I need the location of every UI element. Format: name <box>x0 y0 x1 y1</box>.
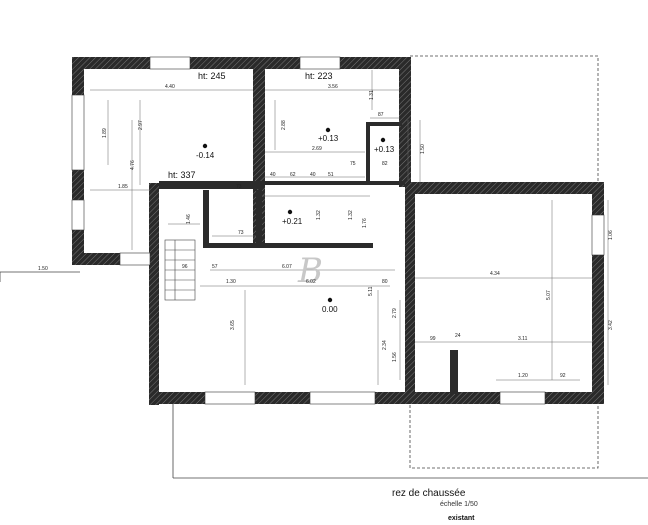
dimension-label: 2.34 <box>382 340 388 350</box>
dimension-label: 1.32 <box>348 210 354 220</box>
dimension-label: 3.11 <box>518 336 528 342</box>
dimension-label: 6.07 <box>282 264 292 270</box>
dimension-label: 1.06 <box>608 230 614 240</box>
dimension-label: 87 <box>378 112 384 118</box>
dimension-label: 2.79 <box>392 308 398 318</box>
dimension-label: 92 <box>560 373 566 379</box>
dimension-label: 57 <box>212 264 218 270</box>
dimension-label: 5.11 <box>368 286 374 296</box>
dimension-label: 1.50 <box>38 266 48 272</box>
ceiling-height-label: ht: 245 <box>198 71 226 81</box>
drawing-title: rez de chaussée <box>392 488 466 499</box>
dimension-label: 40 <box>270 172 276 178</box>
dimension-label: 5.07 <box>546 290 552 300</box>
dimension-labels: 4.40 3.56 1.31 87 1.89 2.97 4.76 2.88 2.… <box>38 84 614 379</box>
dimension-label: 3.42 <box>608 320 614 330</box>
dimension-label: 1.30 <box>226 279 236 285</box>
walls <box>72 57 604 405</box>
dimension-label: 4.76 <box>130 160 136 170</box>
dimension-label: 1.31 <box>369 90 375 100</box>
dimension-label: 2.88 <box>281 120 287 130</box>
ceiling-height-label: ht: 223 <box>305 71 333 81</box>
dimension-label: 1.76 <box>362 218 368 228</box>
dimension-label: 6.02 <box>306 279 316 285</box>
dimension-label: 1.46 <box>186 214 192 224</box>
dimension-label: 1.32 <box>316 210 322 220</box>
dimension-label: 75 <box>350 161 356 167</box>
drawing-scale: échelle 1/50 <box>440 501 478 508</box>
dimension-label: 51 <box>328 172 334 178</box>
watermark-logo: B <box>297 251 323 291</box>
dimension-label: 73 <box>236 184 242 190</box>
staircase <box>164 239 196 301</box>
dimension-label: 4.40 <box>165 84 175 90</box>
dimension-label: 3.56 <box>328 84 338 90</box>
dimension-label: 3.65 <box>230 320 236 330</box>
dimension-label: 2.97 <box>138 120 144 130</box>
dimension-lines <box>90 70 609 385</box>
level-label: 0.00 <box>322 305 338 314</box>
level-label: +0.13 <box>318 134 339 143</box>
level-markers <box>202 127 386 303</box>
drawing-status: existant <box>448 515 475 522</box>
dimension-label: 2.69 <box>312 146 322 152</box>
dimension-label: 1.50 <box>420 144 426 154</box>
ceiling-height-label: ht: 337 <box>168 170 196 180</box>
dimension-label: 82 <box>382 161 388 167</box>
dimension-label: 73 <box>238 230 244 236</box>
dimension-label: 1.89 <box>102 128 108 138</box>
dimension-label: 1.20 <box>518 373 528 379</box>
dimension-label: 96 <box>182 264 188 270</box>
level-label: -0.14 <box>196 151 215 160</box>
dimension-label: 99 <box>430 336 436 342</box>
dimension-label: 80 <box>382 279 388 285</box>
dimension-label: 40 <box>310 172 316 178</box>
dimension-label: 1.56 <box>392 352 398 362</box>
dimension-label: 4.34 <box>490 271 500 277</box>
dimension-label: 1.85 <box>118 184 128 190</box>
dimension-label: 62 <box>290 172 296 178</box>
level-label: +0.21 <box>282 217 303 226</box>
dimension-label: 24 <box>455 333 461 339</box>
windows <box>71 56 605 405</box>
site-outlines <box>0 55 648 479</box>
level-label: +0.13 <box>374 145 395 154</box>
